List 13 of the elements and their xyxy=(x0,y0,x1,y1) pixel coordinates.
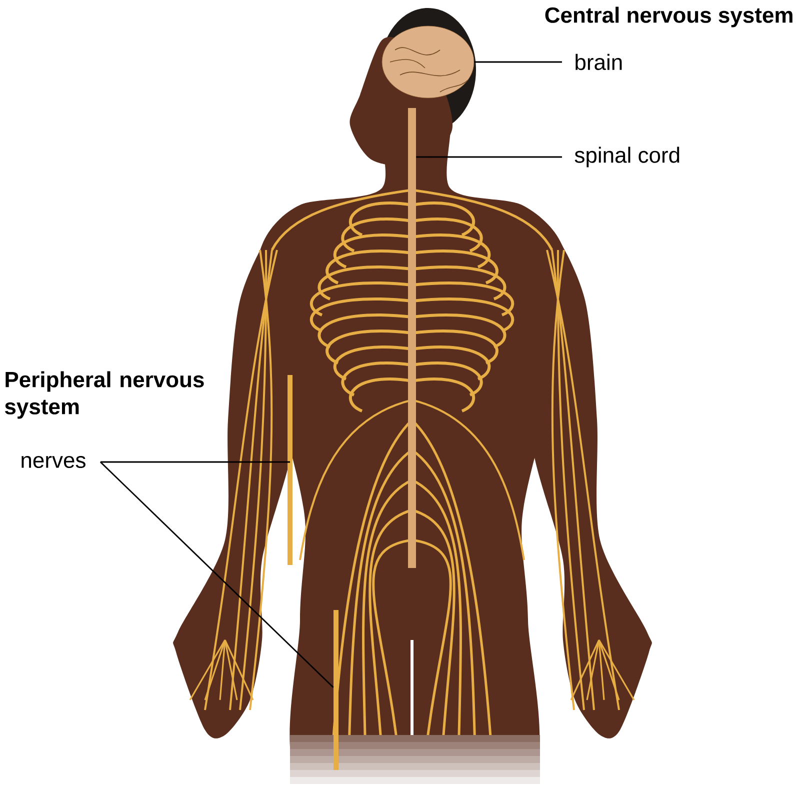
part-label: brain xyxy=(576,54,622,70)
heading: Central nervous system xyxy=(545,6,792,28)
spinal-cord-picture xyxy=(408,108,416,568)
nerve-picture xyxy=(288,375,292,565)
part-label: spinal cord xyxy=(574,146,680,168)
heading: Peripheral nervous system xyxy=(4,371,204,419)
nerve-picture xyxy=(334,610,338,770)
leader-line xyxy=(100,461,290,463)
leader-line xyxy=(474,61,562,63)
brain-picture xyxy=(382,26,474,98)
leader-line xyxy=(416,156,562,158)
leader-line xyxy=(100,462,334,688)
part-label: nerves xyxy=(22,456,86,468)
